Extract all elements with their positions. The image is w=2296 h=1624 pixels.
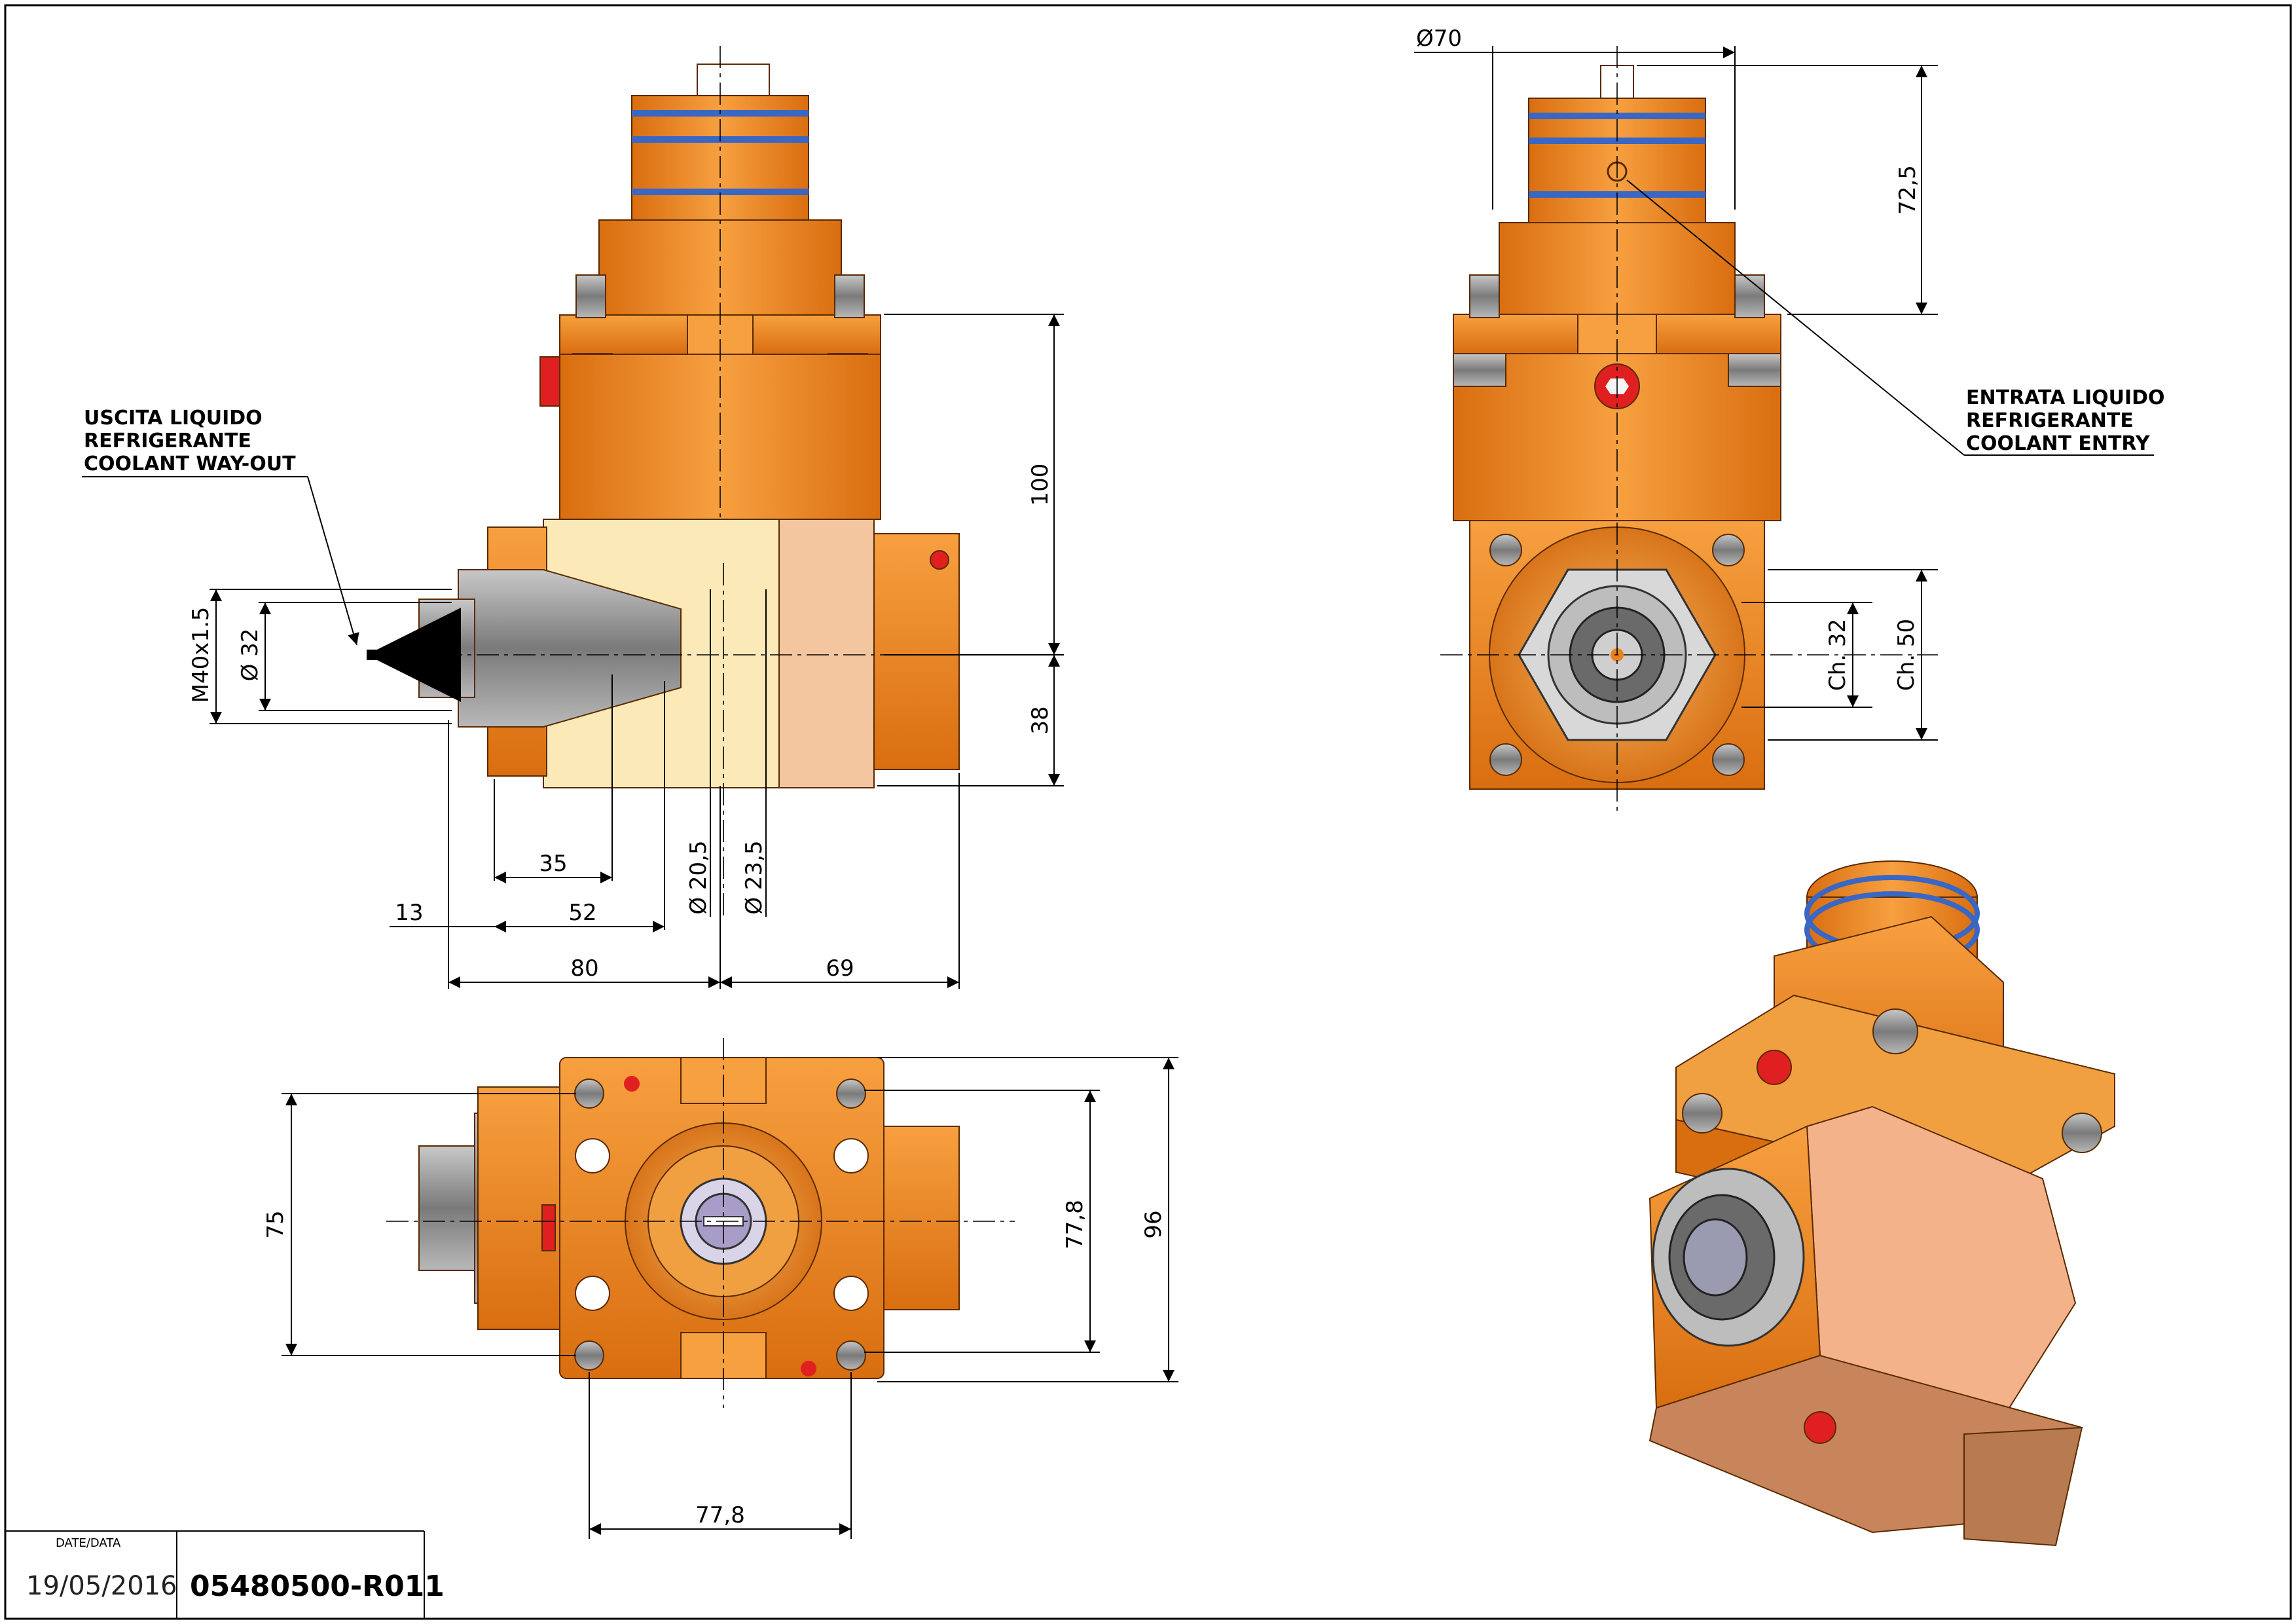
coolant-in-callout: ENTRATA LIQUIDO REFRIGERANTE COOLANT ENT… [1626, 179, 2165, 456]
screw-head-icon [575, 274, 606, 318]
dim-52: 52 [568, 900, 596, 926]
date-label: DATE/DATA [56, 1536, 121, 1550]
screw-head-icon [834, 274, 865, 318]
coolant-out-line-2: REFRIGERANTE [84, 430, 251, 452]
coolant-out-callout: USCITA LIQUIDO REFRIGERANTE COOLANT WAY-… [82, 407, 359, 646]
red-plug-icon [624, 1076, 640, 1092]
dim-100: 100 [1027, 464, 1053, 506]
side-view-dimensions: Ø70 72,5 Ch. 32 Ch. 50 [1414, 26, 1938, 741]
sheet-border [4, 4, 2292, 1620]
dim-dia23-5: Ø 23,5 [741, 840, 767, 914]
red-plug-icon [539, 356, 560, 407]
drawing-code: 05480500-R011 [190, 1570, 445, 1603]
title-block: DATE/DATA 19/05/2016 05480500-R011 [5, 1530, 445, 1619]
dim-75: 75 [263, 1210, 289, 1238]
coolant-out-line-3: COOLANT WAY-OUT [84, 452, 296, 475]
front-view-dimensions: 100 38 M40x1.5 Ø 32 35 52 13 80 69 Ø 20,… [188, 314, 1064, 989]
dim-13: 13 [395, 900, 423, 926]
front-view [367, 46, 1015, 917]
dim-35: 35 [539, 851, 567, 877]
dim-ch32: Ch. 32 [1825, 619, 1851, 691]
dim-dia32: Ø 32 [237, 629, 263, 682]
coolant-in-line-3: COOLANT ENTRY [1966, 432, 2151, 455]
screw-head-icon [1734, 274, 1765, 318]
drawing-date: 19/05/2016 [26, 1571, 177, 1601]
dim-77-8-vertical: 77,8 [1062, 1200, 1088, 1249]
top-view-dimensions: 75 77,8 96 77,8 [263, 1057, 1178, 1539]
dim-77-8-horizontal: 77,8 [695, 1502, 745, 1528]
coolant-in-line-1: ENTRATA LIQUIDO [1966, 386, 2165, 409]
top-view [386, 1038, 1015, 1408]
isometric-view [1649, 860, 2115, 1547]
dim-69: 69 [826, 955, 854, 982]
red-plug-icon [1757, 1050, 1792, 1085]
dim-dia20-5: Ø 20,5 [685, 840, 712, 914]
coolant-out-line-1: USCITA LIQUIDO [84, 407, 263, 430]
coolant-in-line-2: REFRIGERANTE [1966, 409, 2134, 432]
dim-dia70: Ø70 [1416, 26, 1462, 52]
dim-thread: M40x1.5 [188, 607, 214, 703]
dim-96: 96 [1140, 1210, 1167, 1238]
side-view [1440, 46, 1938, 812]
dim-72-5: 72,5 [1895, 165, 1921, 215]
dim-ch50: Ch. 50 [1893, 619, 1920, 691]
screw-head-icon [1469, 274, 1500, 318]
dim-38: 38 [1027, 706, 1053, 734]
dim-80: 80 [570, 955, 598, 982]
